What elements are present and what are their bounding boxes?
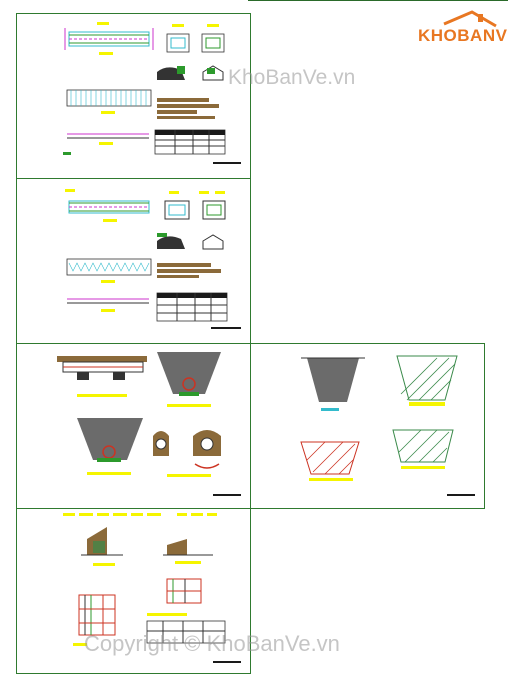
rebar-grid-right [166, 578, 202, 604]
title-block-4 [447, 494, 475, 496]
drawing-sheet-4[interactable] [250, 343, 485, 509]
drawing-sheet-3[interactable] [16, 343, 251, 509]
title-block-1 [213, 162, 241, 164]
longitudinal-line-2 [67, 298, 149, 312]
section-details-1 [157, 65, 224, 81]
rebar-grid-left [73, 594, 116, 646]
plan-view-2 [65, 189, 150, 222]
quantity-table-2 [156, 292, 228, 322]
plan-view-1 [64, 22, 154, 55]
drawing-sheet-5[interactable] [16, 508, 251, 674]
culvert-longitudinal-section [57, 356, 147, 397]
brown-notes-2 [157, 263, 221, 278]
longitudinal-line-1 [63, 133, 149, 155]
trapezoid-section-1 [157, 352, 221, 407]
trapezoid-section-2 [77, 418, 143, 475]
drawing-sheet-2[interactable] [16, 178, 251, 344]
quantity-table-1 [154, 129, 226, 155]
yellow-header-labels [63, 513, 217, 516]
wall-detail-2 [163, 539, 213, 564]
small-details-top [166, 24, 225, 53]
rebar-table [146, 613, 226, 644]
title-block-2 [211, 327, 241, 329]
wall-detail-1 [81, 527, 123, 566]
drawing-sheet-1[interactable] [16, 13, 251, 179]
pipe-detail-sections [153, 430, 221, 477]
house-roof-icon [443, 10, 497, 28]
small-details-2 [164, 191, 226, 220]
elevation-view-1 [66, 89, 152, 114]
green-hatch-section-bottom [392, 429, 454, 469]
watermark-site: KhoBanVe.vn [228, 66, 356, 89]
logo-text: KHOBANVE [418, 26, 508, 45]
grey-section-left [301, 357, 365, 411]
title-block-3 [213, 494, 241, 496]
watermark-copyright: Copyright © KhoBanVe.vn [84, 631, 340, 656]
title-block-5 [213, 661, 241, 663]
elevation-view-2 [66, 258, 152, 283]
top-border-line [248, 0, 508, 1]
green-hatch-section-top [396, 355, 458, 406]
section-details-2 [157, 233, 224, 250]
red-hatch-section [300, 441, 360, 481]
brown-notes-1 [157, 98, 219, 119]
